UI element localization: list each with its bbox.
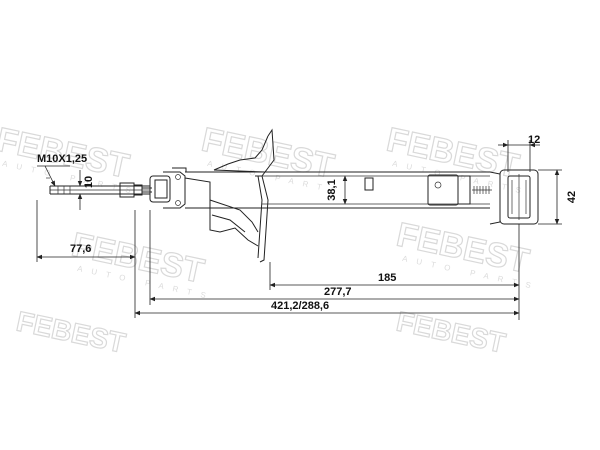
threaded-section — [472, 186, 492, 194]
dust-boot — [184, 177, 259, 247]
dim-thread: M10X1,25 — [37, 153, 87, 187]
eye-dia-label: 42 — [566, 191, 578, 203]
watermark-5: FEBEST AUTO PARTS — [393, 215, 541, 292]
dim-eye-width: 12 — [498, 134, 540, 172]
rod-length-label: 77,6 — [70, 243, 91, 255]
dim-rod-length: 77,6 — [36, 200, 136, 262]
bottom-eye — [499, 169, 539, 225]
dim-min-length: 277,7 — [149, 210, 520, 305]
body-tube — [185, 171, 501, 225]
dim-body-dia: 38,1 — [326, 175, 348, 205]
min-length-label: 277,7 — [324, 286, 352, 298]
top-cap — [149, 167, 187, 209]
watermark-brand: FEBEST — [394, 306, 509, 359]
eye-width-label: 12 — [528, 134, 540, 146]
spring-seat — [213, 128, 275, 263]
piston-rod — [46, 177, 152, 198]
thread-label: M10X1,25 — [37, 153, 87, 165]
rod-dia-label: 10 — [83, 176, 95, 188]
dim-body-length: 185 — [269, 224, 520, 320]
dim-overall-length: 421,2/288,6 — [134, 262, 520, 318]
dim-rod-dia: 10 — [77, 170, 95, 210]
watermark-3: FEBEST AUTO PARTS — [383, 120, 531, 197]
dim-eye-dia: 42 — [538, 169, 578, 225]
overall-length-label: 421,2/288,6 — [271, 300, 329, 312]
watermark-4: FEBEST AUTO PARTS — [68, 225, 216, 302]
body-dia-label: 38,1 — [326, 179, 338, 200]
watermark-brand: FEBEST — [14, 306, 129, 359]
body-length-label: 185 — [378, 272, 396, 284]
watermark-7: FEBEST — [393, 305, 509, 359]
watermark-6: FEBEST — [13, 305, 129, 359]
